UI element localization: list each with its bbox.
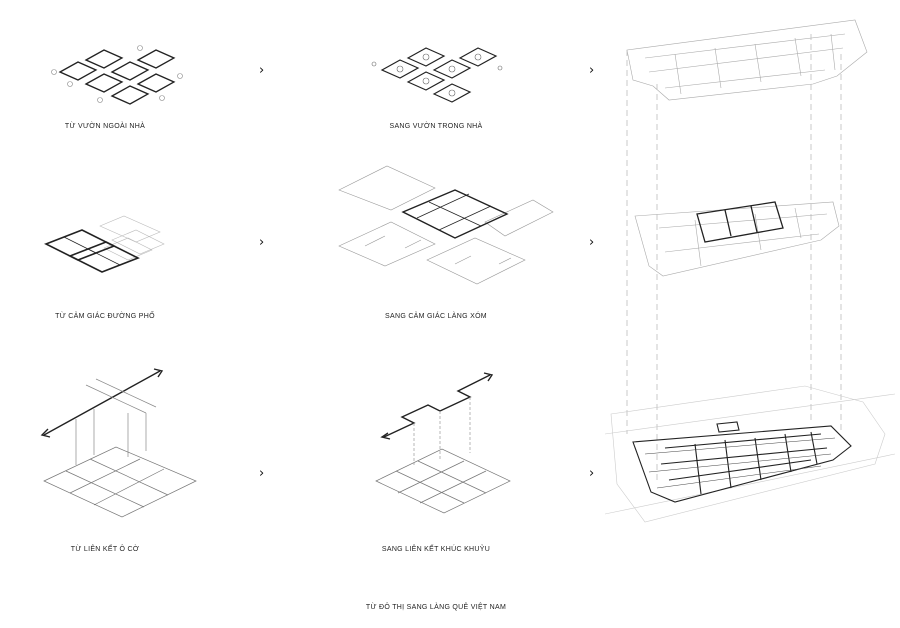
caption-outdoor-garden: TỪ VƯỜN NGOÀI NHÀ [64, 123, 146, 130]
chevron-right-icon: › [259, 466, 265, 481]
caption-indoor-garden: SANG VƯỜN TRONG NHÀ [389, 123, 483, 130]
caption-street-feeling: TỪ CẢM GIÁC ĐƯỜNG PHỐ [55, 313, 155, 320]
diagram-outdoor-garden [40, 40, 210, 110]
diagram-grid-connection [36, 365, 206, 525]
footer-caption: TỪ ĐÔ THỊ SANG LÀNG QUÊ VIỆT NAM [365, 604, 507, 611]
exploded-axonometric [605, 14, 895, 534]
caption-grid-connection: TỪ LIÊN KẾT Ô CỜ [70, 546, 140, 553]
chevron-right-icon: › [259, 63, 265, 78]
chevron-right-icon: › [589, 235, 595, 250]
diagram-indoor-garden [360, 38, 510, 110]
caption-winding-connection: SANG LIÊN KẾT KHÚC KHUỶU [381, 546, 491, 553]
chevron-right-icon: › [589, 63, 595, 78]
diagram-street-feeling [40, 210, 170, 280]
diagram-village-feeling [335, 160, 555, 290]
chevron-right-icon: › [589, 466, 595, 481]
diagram-winding-connection [370, 355, 515, 520]
chevron-right-icon: › [259, 235, 265, 250]
caption-village-feeling: SANG CẢM GIÁC LÀNG XÓM [385, 313, 487, 320]
